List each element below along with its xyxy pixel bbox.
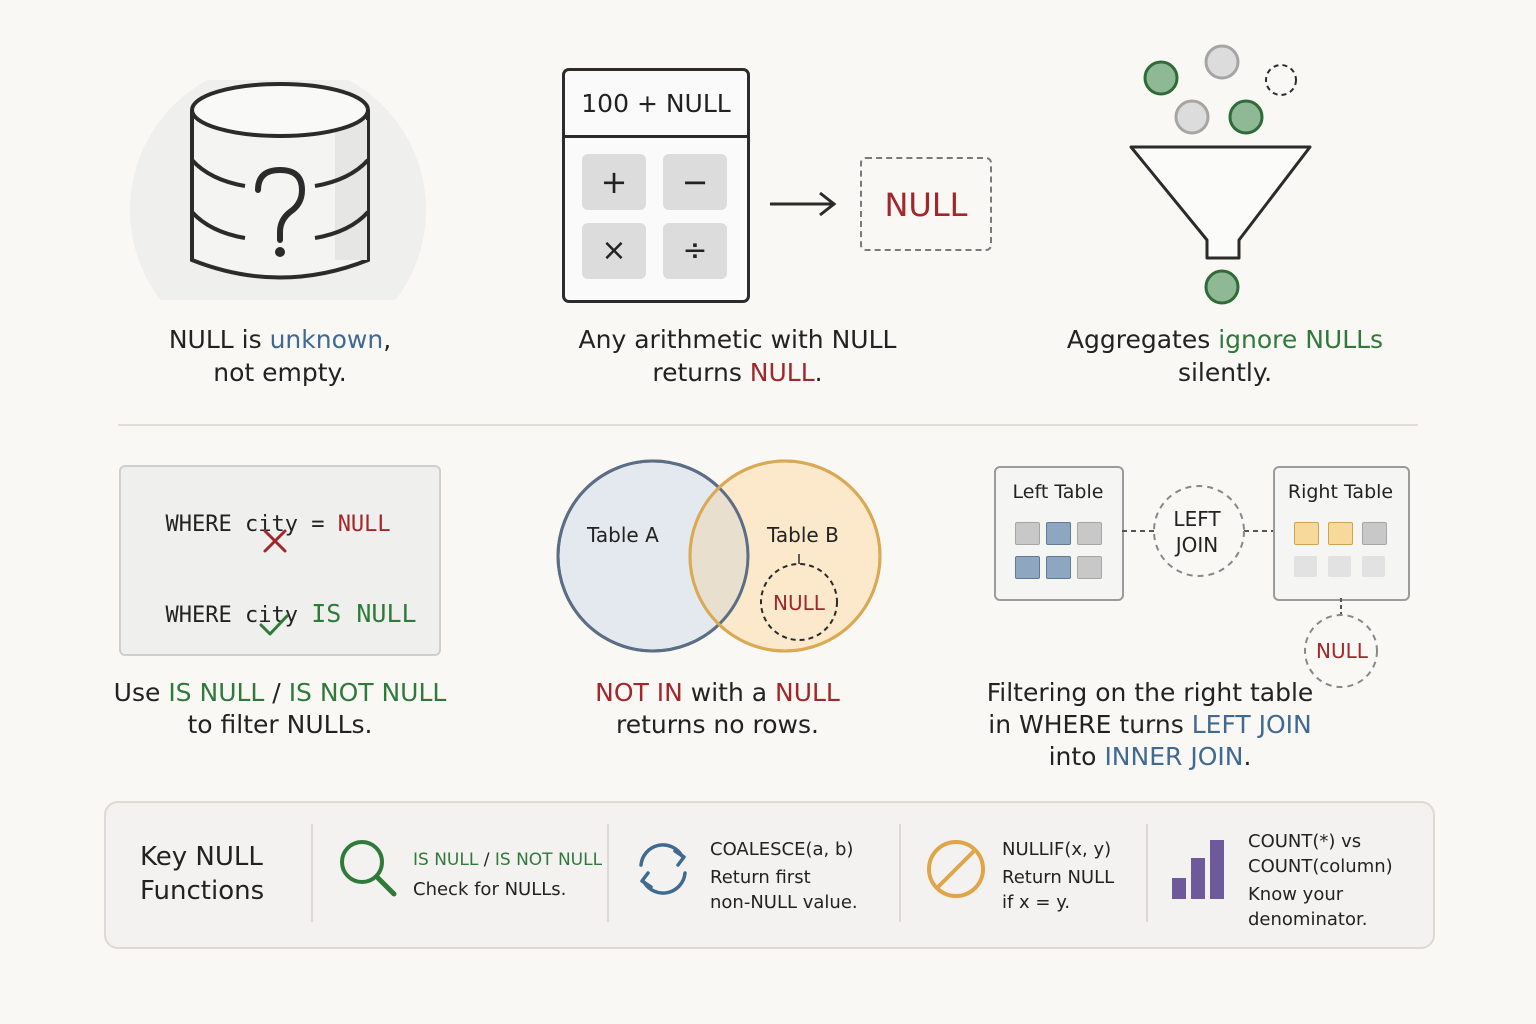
panel1-caption: NULL is unknown, not empty. (168, 325, 392, 387)
left-table-cell (1046, 556, 1071, 579)
venn-null-label: NULL (773, 591, 825, 615)
table-a-label: Table A (587, 523, 659, 547)
left-table-cell (1046, 522, 1071, 545)
refresh-icon (639, 843, 687, 895)
panel2-caption: Any arithmetic with NULL returns NULL. (578, 325, 897, 387)
key-divider (311, 824, 313, 922)
search-icon (340, 840, 397, 897)
nullif-heading: NULLIF(x, y) (1002, 839, 1112, 860)
left-table-cell (1015, 522, 1040, 545)
key-divider (607, 824, 609, 922)
right-table-cell (1294, 522, 1319, 545)
panel6-caption: Filtering on the right table in WHERE tu… (986, 678, 1314, 771)
right-table-cell (1328, 556, 1351, 577)
section-divider (118, 424, 1418, 426)
coalesce-heading: COALESCE(a, b) (710, 839, 854, 860)
is-null-heading: IS NULL / IS NOT NULL (413, 850, 603, 870)
prohibited-icon (927, 840, 985, 898)
code-line-right: WHERE city IS NULL (165, 599, 417, 628)
right-table-cell (1294, 556, 1317, 577)
bar-chart-icon (1172, 840, 1224, 899)
panel5-caption: NOT IN with a NULL returns no rows. (595, 678, 840, 739)
right-table-label: Right Table (1287, 481, 1394, 503)
plus-key: + (582, 154, 646, 210)
minus-key: − (663, 154, 727, 210)
table-b-label: Table B (767, 523, 839, 547)
database-question-icon (130, 80, 430, 305)
key-divider (1146, 824, 1148, 922)
code-line-wrong: WHERE city = NULL (165, 512, 391, 537)
join-null-label: NULL (1316, 639, 1368, 663)
right-table-cell (1362, 556, 1385, 577)
venn-diagram (556, 459, 882, 653)
left-table-cell (1077, 522, 1102, 545)
calculator-display: 100 + NULL (565, 71, 747, 138)
calculator-icon: 100 + NULL + − × ÷ (562, 68, 750, 303)
left-table-cell (1077, 556, 1102, 579)
join-connectors (1122, 485, 1275, 577)
multiply-key: × (582, 223, 646, 279)
left-table-cell (1015, 556, 1040, 579)
null-connector (1304, 598, 1378, 688)
funnel-icon (1129, 44, 1312, 305)
null-result-box: NULL (860, 157, 992, 251)
right-table-cell (1328, 522, 1353, 545)
checkmark-icon (259, 614, 289, 636)
is-null-description: Check for NULLs. (413, 879, 567, 900)
panel3-caption: Aggregates ignore NULLs silently. (1066, 325, 1384, 387)
key-divider (899, 824, 901, 922)
arrow-right-icon (770, 191, 837, 217)
divide-key: ÷ (663, 223, 727, 279)
right-table-cell (1362, 522, 1387, 545)
left-table-label: Left Table (1012, 481, 1104, 503)
cross-icon (263, 529, 287, 553)
panel4-caption: Use IS NULL / IS NOT NULL to filter NULL… (113, 678, 447, 739)
